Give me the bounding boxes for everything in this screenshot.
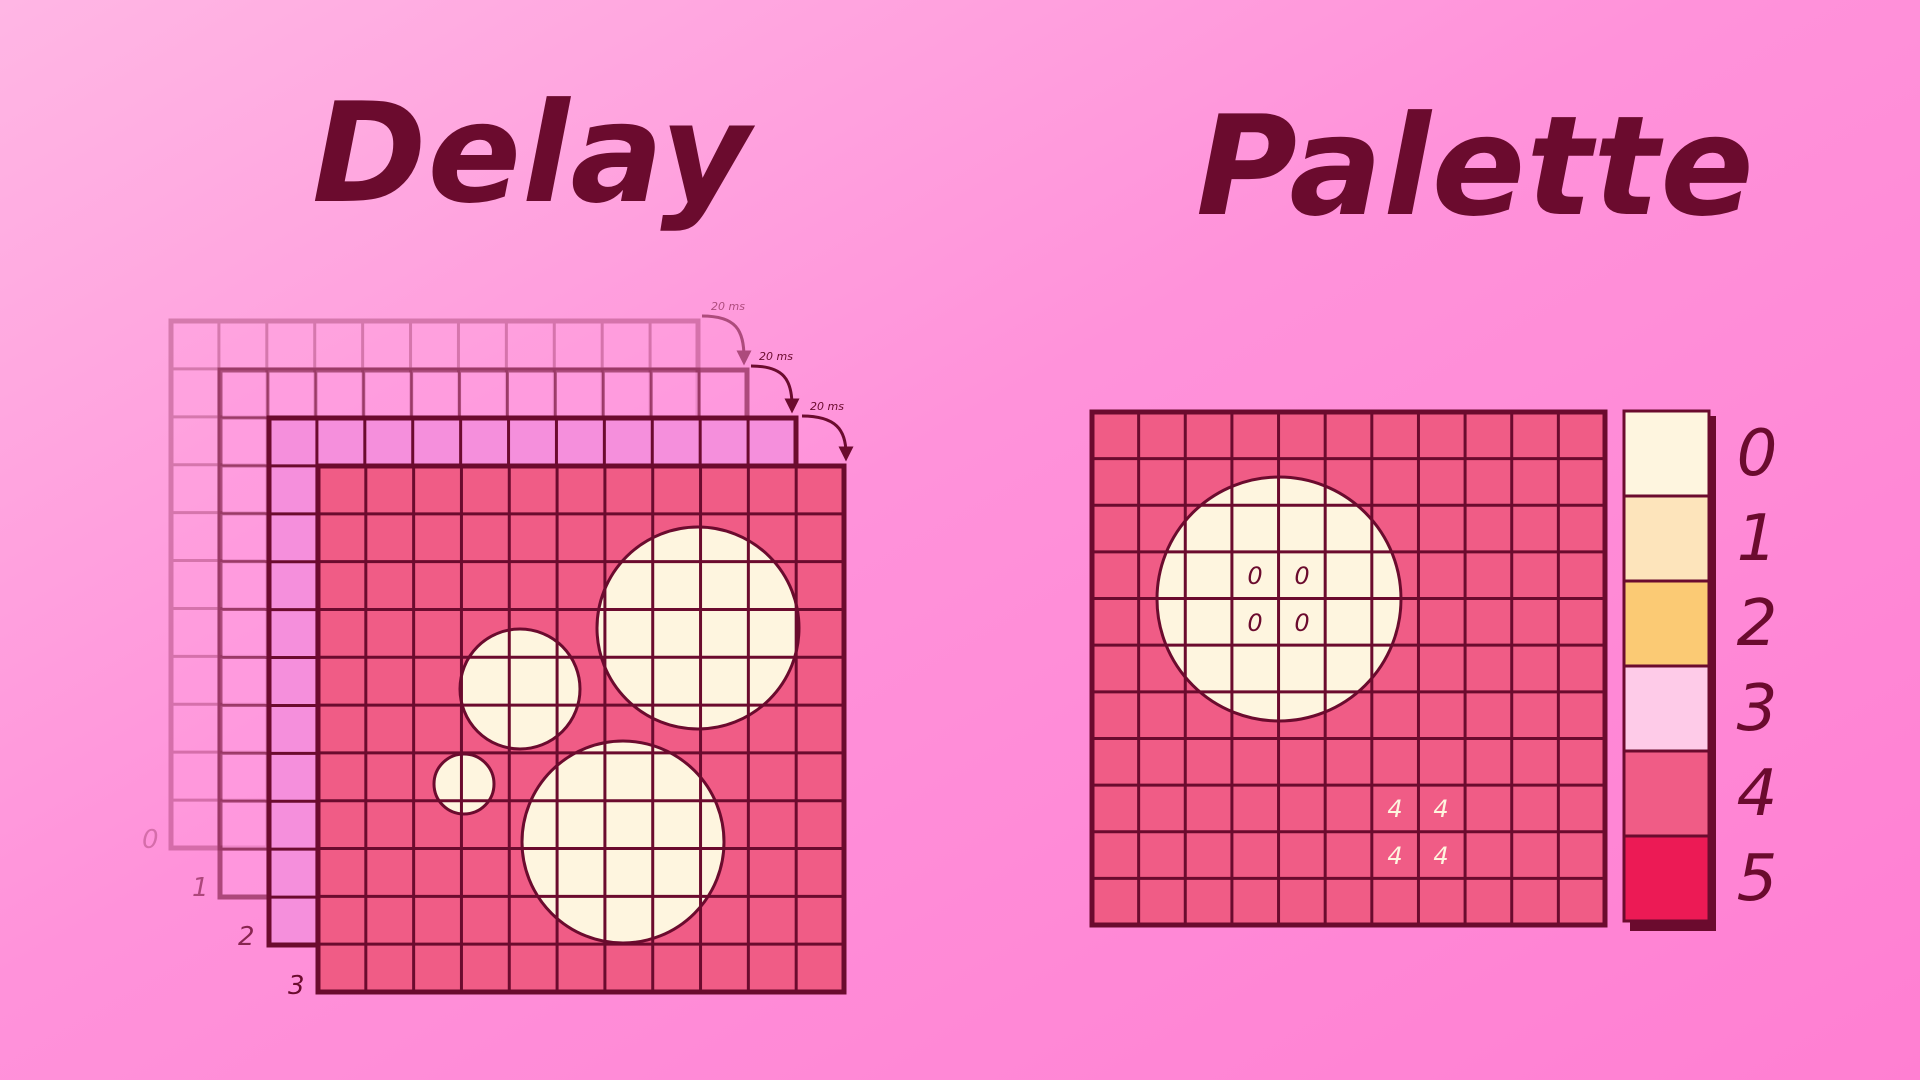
delay-title: Delay [312,73,752,234]
bubble-medium [458,627,582,751]
delay-frame-stack [168,318,847,995]
cell-index-bg-1: 4 [1387,795,1402,823]
palette-index-3: 3 [1737,672,1778,746]
palette-index-4: 4 [1737,757,1778,831]
frame-label-2: 2 [238,922,255,952]
cell-index-bg-4: 4 [1433,842,1448,870]
swatch-4 [1622,749,1711,838]
bubble-lower [520,739,726,945]
frame-label-1: 1 [192,873,209,903]
delay-arrow-2: 20 ms [750,350,800,414]
delay-arrow-1: 20 ms [701,300,752,366]
palette-swatches [1622,409,1716,931]
swatch-0 [1622,409,1711,498]
palette-index-2: 2 [1737,587,1778,661]
frame-3 [315,463,847,995]
cell-index-circle-2: 0 [1294,562,1309,590]
swatch-5 [1622,834,1711,923]
bubble-small [432,752,496,816]
bubble-large [595,525,801,731]
frame-label-3: 3 [288,971,305,1001]
delay-arrow-3: 20 ms [801,400,854,462]
palette-grid: 0 0 0 0 4 4 4 4 [1089,409,1608,928]
palette-title: Palette [1196,86,1755,247]
palette-index-0: 0 [1737,417,1778,491]
swatch-1 [1622,494,1711,583]
palette-index-5: 5 [1737,842,1778,916]
cell-index-bg-2: 4 [1433,795,1448,823]
cell-index-circle-4: 0 [1294,609,1309,637]
delay-label-1: 20 ms [711,300,745,313]
frame-label-0: 0 [142,825,159,855]
delay-label-2: 20 ms [759,350,793,363]
cell-index-bg-3: 4 [1387,842,1402,870]
palette-index-1: 1 [1737,502,1778,576]
cell-index-circle-3: 0 [1247,609,1262,637]
swatch-3 [1622,664,1711,753]
swatch-2 [1622,579,1711,668]
delay-label-3: 20 ms [810,400,844,413]
palette-index-labels: 0 1 2 3 4 5 [1737,417,1778,916]
cell-index-circle-1: 0 [1247,562,1262,590]
